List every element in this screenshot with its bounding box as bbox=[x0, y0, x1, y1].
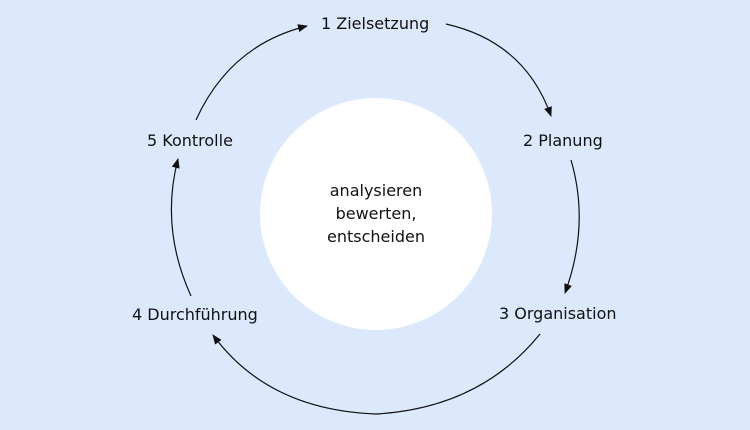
step-zielsetzung: 1 Zielsetzung bbox=[321, 14, 430, 33]
step-kontrolle: 5 Kontrolle bbox=[147, 131, 233, 150]
step-planung: 2 Planung bbox=[523, 131, 603, 150]
arrow-planung-to-organisation bbox=[564, 159, 580, 294]
step-durchfuehrung: 4 Durchführung bbox=[132, 305, 258, 324]
center-text-line: bewerten, bbox=[335, 204, 417, 223]
arrow-organisation-to-durchfuehrung bbox=[212, 333, 541, 415]
arrow-durchfuehrung-to-kontrolle bbox=[170, 158, 192, 297]
arrow-zielsetzung-to-planung bbox=[445, 23, 552, 117]
center-circle bbox=[260, 98, 492, 330]
center-text: analysieren bewerten, entscheiden bbox=[260, 179, 492, 248]
center-text-line: entscheiden bbox=[327, 227, 425, 246]
arrow-kontrolle-to-zielsetzung bbox=[195, 24, 308, 121]
step-organisation: 3 Organisation bbox=[499, 304, 617, 323]
center-text-line: analysieren bbox=[329, 181, 423, 200]
